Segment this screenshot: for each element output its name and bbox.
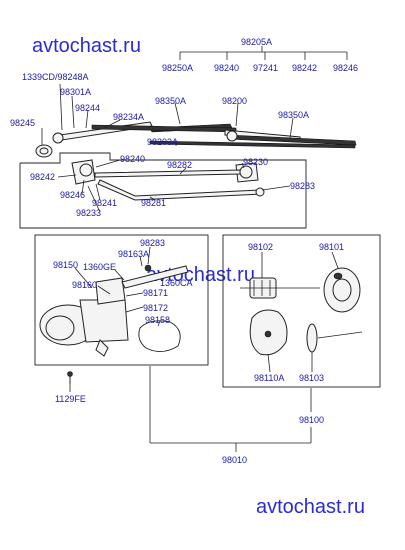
label-98200: 98200 — [222, 96, 247, 106]
watermark-top: avtochast.ru — [32, 35, 141, 57]
label-98281: 98281 — [141, 198, 166, 208]
label-97241: 97241 — [253, 63, 278, 73]
label-98163A: 98163A — [118, 249, 149, 259]
label-98110A: 98110A — [254, 373, 284, 383]
blade-assembly-bracket — [179, 46, 348, 60]
wiper-arm-left — [52, 121, 233, 144]
motor-box — [34, 234, 209, 366]
label-98230: 98230 — [243, 157, 268, 167]
label-1339CD-98248A: 1339CD/98248A — [22, 72, 89, 82]
label-1360CA: 1360CA — [160, 278, 193, 288]
worm-gear-98103 — [306, 323, 363, 353]
label-98241: 98241 — [92, 198, 117, 208]
gear-housing-98110A — [249, 309, 288, 356]
label-98246-linkage: 98246 — [60, 190, 85, 200]
label-98233: 98233 — [76, 208, 101, 218]
label-98102: 98102 — [248, 242, 273, 252]
label-98171: 98171 — [143, 288, 168, 298]
label-98103: 98103 — [299, 373, 324, 383]
bolt-1129FE — [67, 371, 73, 384]
label-98203A: 98203A — [147, 137, 178, 147]
motor-cover-98158 — [138, 320, 181, 352]
label-98301A: 98301A — [60, 87, 91, 97]
label-98350A-right: 98350A — [278, 110, 309, 120]
label-98101: 98101 — [319, 242, 344, 252]
label-98244: 98244 — [75, 103, 100, 113]
armature-98102 — [240, 277, 320, 299]
linkage-box — [19, 152, 307, 229]
wiper-arm-right — [224, 129, 357, 146]
motor-crank-arm — [121, 264, 189, 289]
watermark-bottom: avtochast.ru — [256, 496, 365, 518]
motor-yoke-98101 — [323, 267, 361, 313]
label-98250A: 98250A — [162, 63, 193, 73]
wiper-motor — [39, 277, 129, 357]
label-98160: 98160 — [72, 280, 97, 290]
grommet-98245 — [35, 144, 53, 158]
label-98283-motor: 98283 — [140, 238, 165, 248]
label-98234A: 98234A — [113, 112, 144, 122]
label-1360GE: 1360GE — [83, 262, 116, 272]
label-98242-top: 98242 — [292, 63, 317, 73]
label-98350A-left: 98350A — [155, 96, 186, 106]
label-98205A: 98205A — [241, 37, 272, 47]
wiper-linkage — [71, 159, 265, 201]
label-98158: 98158 — [145, 315, 170, 325]
label-98245: 98245 — [10, 118, 35, 128]
label-98246-top: 98246 — [333, 63, 358, 73]
label-98240-linkage: 98240 — [120, 154, 145, 164]
label-98010: 98010 — [222, 455, 247, 465]
label-98100: 98100 — [299, 415, 324, 425]
label-98172: 98172 — [143, 303, 168, 313]
bracket-98010 — [149, 366, 312, 452]
motor-internals-box — [222, 234, 381, 388]
label-98240-top: 98240 — [214, 63, 239, 73]
label-98282: 98282 — [167, 160, 192, 170]
label-98242-linkage: 98242 — [30, 172, 55, 182]
label-98150: 98150 — [53, 260, 78, 270]
label-1129FE: 1129FE — [55, 394, 86, 404]
wiper-blade-right — [149, 140, 356, 149]
label-98283-linkage: 98283 — [290, 181, 315, 191]
